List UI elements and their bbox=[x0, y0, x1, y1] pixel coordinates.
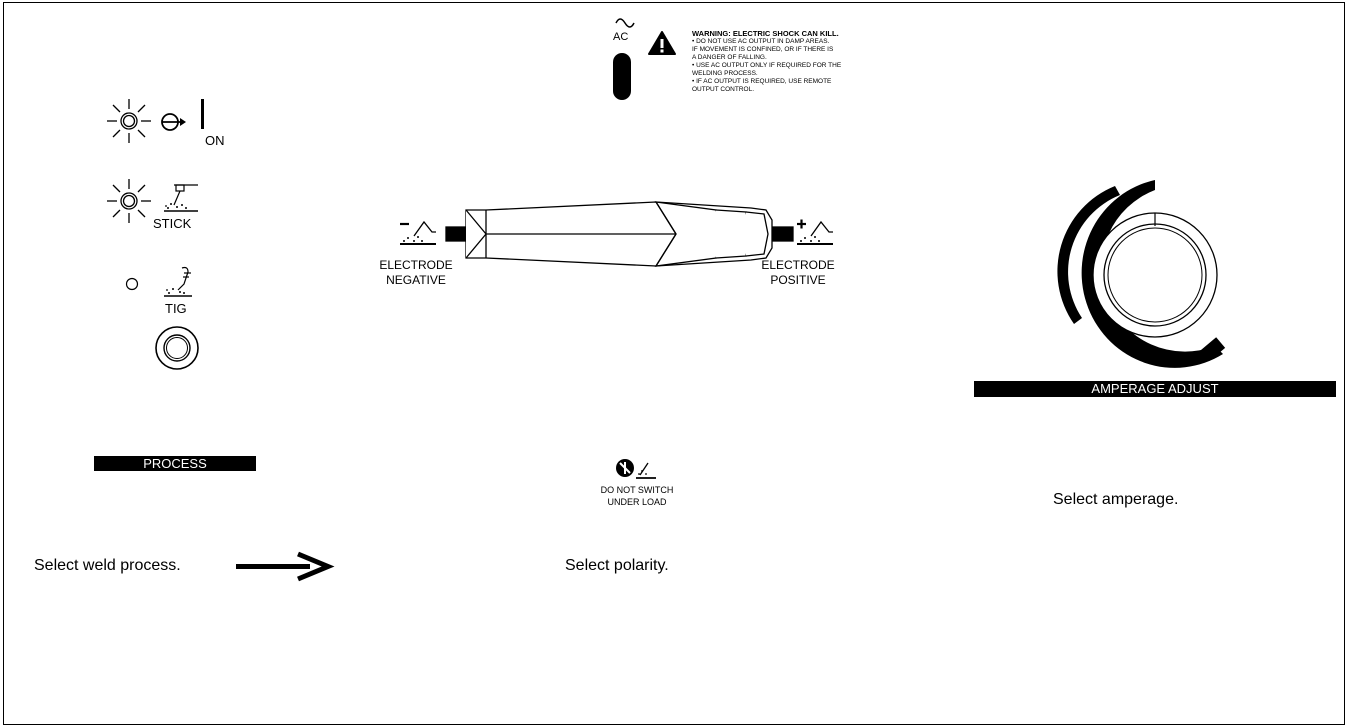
diagram-frame bbox=[3, 2, 1345, 725]
warning-line: WELDING PROCESS. bbox=[692, 70, 758, 77]
instruction-select-amperage: Select amperage. bbox=[1053, 491, 1179, 508]
do-not-switch-icon bbox=[616, 459, 656, 479]
stick-label: STICK bbox=[153, 216, 192, 231]
process-bar: PROCESS bbox=[94, 456, 256, 471]
warning-line: • USE AC OUTPUT ONLY IF REQUIRED FOR THE bbox=[692, 62, 842, 69]
warning-line: OUTPUT CONTROL. bbox=[692, 86, 754, 93]
indicator-light-on-icon bbox=[107, 99, 151, 143]
electrode-positive-icon bbox=[797, 219, 833, 245]
amperage-knob[interactable] bbox=[1057, 178, 1250, 368]
instruction-select-polarity: Select polarity. bbox=[565, 557, 669, 574]
indicator-light-stick-icon bbox=[107, 179, 151, 223]
stick-welding-icon bbox=[164, 184, 198, 212]
electrode-negative-line2: NEGATIVE bbox=[386, 273, 446, 287]
warning-title: WARNING: ELECTRIC SHOCK CAN KILL. bbox=[692, 29, 839, 38]
warning-triangle-icon bbox=[648, 31, 676, 55]
right-arrow-icon bbox=[236, 551, 335, 582]
do-not-switch-line1: DO NOT SWITCH bbox=[600, 485, 674, 495]
polarity-switch-handle[interactable] bbox=[445, 200, 796, 270]
electrode-negative-icon bbox=[400, 220, 436, 245]
tig-welding-icon bbox=[164, 266, 192, 297]
electrode-positive-line2: POSITIVE bbox=[770, 273, 826, 287]
instruction-select-process: Select weld process. bbox=[34, 557, 181, 574]
ac-sine-icon bbox=[615, 18, 635, 28]
tig-label: TIG bbox=[165, 301, 187, 316]
power-on-icon bbox=[161, 113, 186, 131]
warning-line: • DO NOT USE AC OUTPUT IN DAMP AREAS. bbox=[692, 38, 830, 45]
warning-line: IF MOVEMENT IS CONFINED, OR IF THERE IS bbox=[692, 46, 834, 53]
ac-switch-toggle[interactable] bbox=[613, 53, 631, 100]
amperage-adjust-bar: AMPERAGE ADJUST bbox=[974, 381, 1336, 397]
power-bar-icon bbox=[201, 99, 204, 129]
on-label: ON bbox=[205, 133, 225, 148]
indicator-light-tig-icon bbox=[125, 277, 139, 291]
ac-label: AC bbox=[613, 31, 629, 43]
warning-text-block: WARNING: ELECTRIC SHOCK CAN KILL. • DO N… bbox=[692, 30, 841, 94]
electrode-negative-line1: ELECTRODE bbox=[379, 258, 453, 272]
electrode-positive-line1: ELECTRODE bbox=[761, 258, 835, 272]
process-select-button[interactable] bbox=[151, 322, 203, 374]
do-not-switch-line2: UNDER LOAD bbox=[607, 497, 667, 507]
warning-line: A DANGER OF FALLING. bbox=[692, 54, 767, 61]
warning-line: • IF AC OUTPUT IS REQUIRED, USE REMOTE bbox=[692, 78, 832, 85]
